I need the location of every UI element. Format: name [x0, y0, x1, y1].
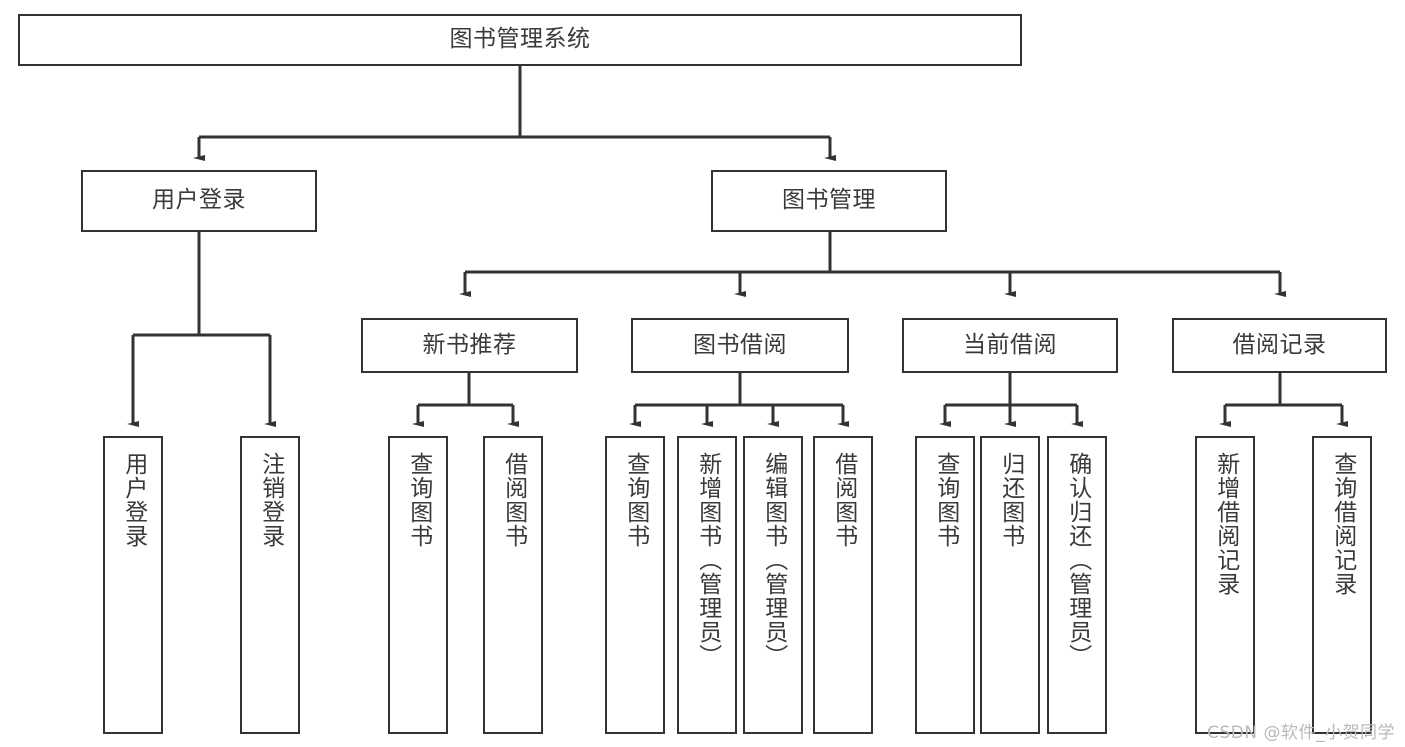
node-label: 查询图书 [405, 452, 432, 548]
node-label: 图书管理系统 [449, 26, 591, 53]
node-leaf-confirm-return-admin[interactable]: 确认归还（管理员） [1047, 436, 1107, 734]
node-leaf-user-login[interactable]: 用户登录 [103, 436, 163, 734]
node-user-login[interactable]: 用户登录 [81, 170, 317, 232]
node-label: 图书借阅 [693, 331, 787, 358]
node-borrow-record[interactable]: 借阅记录 [1172, 318, 1387, 373]
node-book-management[interactable]: 图书管理 [711, 170, 947, 232]
node-root-book-management-system[interactable]: 图书管理系统 [18, 14, 1022, 66]
node-label: 查询图书 [932, 452, 959, 548]
node-label: 借阅图书 [500, 452, 527, 548]
node-label: 归还图书 [997, 452, 1024, 548]
node-label: 用户登录 [120, 452, 147, 548]
node-new-book-recommend[interactable]: 新书推荐 [361, 318, 578, 373]
node-label: 借阅图书 [830, 452, 857, 548]
node-label: 新书推荐 [422, 331, 517, 358]
node-leaf-query-book-current[interactable]: 查询图书 [915, 436, 975, 734]
node-leaf-add-book-admin[interactable]: 新增图书（管理员） [677, 436, 737, 734]
node-label: 查询图书 [622, 452, 649, 548]
node-leaf-query-borrow-record[interactable]: 查询借阅记录 [1312, 436, 1372, 734]
node-leaf-add-borrow-record[interactable]: 新增借阅记录 [1195, 436, 1255, 734]
node-current-borrow[interactable]: 当前借阅 [902, 318, 1118, 373]
node-leaf-borrow-book-recommend[interactable]: 借阅图书 [483, 436, 543, 734]
node-book-borrow[interactable]: 图书借阅 [631, 318, 849, 373]
node-label: 图书管理 [782, 187, 876, 214]
node-label: 当前借阅 [963, 331, 1057, 358]
node-label: 用户登录 [152, 187, 246, 214]
node-label: 确认归还（管理员） [1064, 452, 1091, 668]
node-label: 编辑图书（管理员） [760, 452, 787, 668]
node-leaf-logout[interactable]: 注销登录 [240, 436, 300, 734]
node-label: 注销登录 [257, 452, 284, 548]
node-label: 新增图书（管理员） [694, 452, 721, 668]
node-leaf-edit-book-admin[interactable]: 编辑图书（管理员） [743, 436, 803, 734]
node-label: 新增借阅记录 [1212, 452, 1239, 596]
node-leaf-query-book-borrow[interactable]: 查询图书 [605, 436, 665, 734]
node-label: 查询借阅记录 [1329, 452, 1356, 596]
node-label: 借阅记录 [1232, 331, 1327, 358]
csdn-watermark: CSDN @软件_小贺同学 [1207, 723, 1395, 743]
node-leaf-return-book[interactable]: 归还图书 [980, 436, 1040, 734]
node-leaf-query-book-recommend[interactable]: 查询图书 [388, 436, 448, 734]
node-leaf-borrow-book[interactable]: 借阅图书 [813, 436, 873, 734]
